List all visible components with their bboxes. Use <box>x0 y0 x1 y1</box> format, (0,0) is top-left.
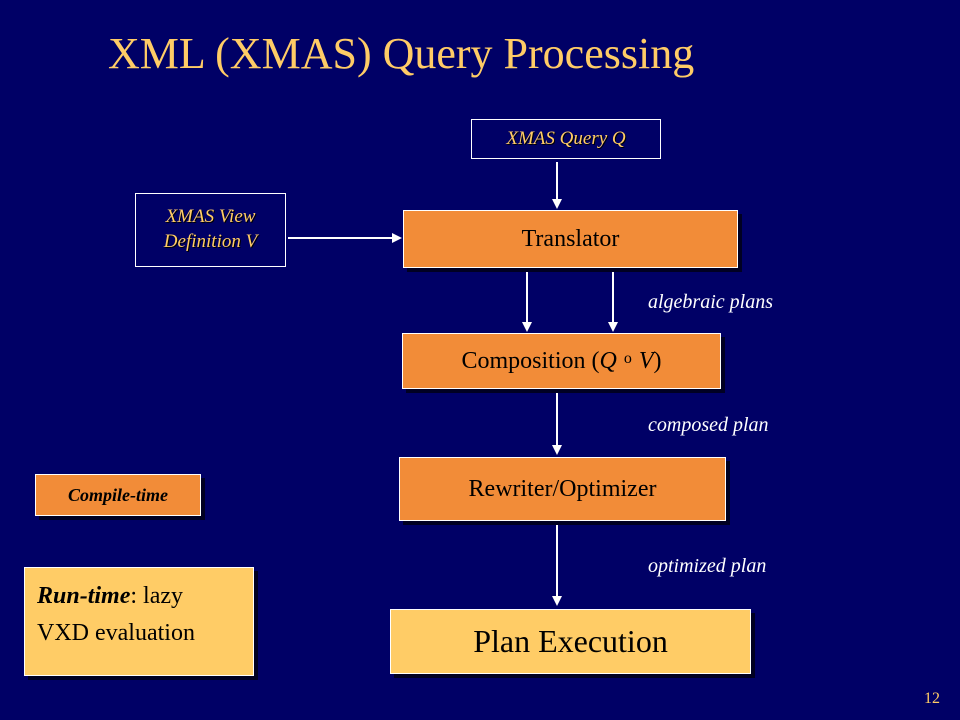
run-time-legend: Run-time: lazy VXD evaluation <box>24 567 254 676</box>
xmas-view-line1: XMAS View <box>165 206 256 227</box>
composition-q: Q <box>599 347 617 374</box>
composition-prefix: Composition ( <box>461 347 600 374</box>
translator-box: Translator <box>403 210 738 268</box>
run-time-bold: Run-time <box>37 583 131 609</box>
slide-title: XML (XMAS) Query Processing <box>108 29 695 78</box>
composition-operator: o <box>623 350 632 367</box>
compile-time-legend: Compile-time <box>35 474 201 516</box>
xmas-view-line2: Definition V <box>163 231 258 252</box>
page-number: 12 <box>924 690 940 707</box>
compile-time-label: Compile-time <box>68 484 168 505</box>
xmas-view-box: XMAS View Definition V <box>135 193 286 267</box>
rewriter-optimizer-box: Rewriter/Optimizer <box>399 457 726 521</box>
composition-v: V <box>638 347 654 374</box>
xmas-query-label: XMAS Query Q <box>506 128 626 149</box>
edge-label-optimized-plan: optimized plan <box>648 555 767 577</box>
composition-suffix: ) <box>653 347 662 374</box>
translator-label: Translator <box>521 225 620 252</box>
rewriter-optimizer-label: Rewriter/Optimizer <box>468 475 657 502</box>
plan-execution-label: Plan Execution <box>473 623 668 659</box>
xmas-query-box: XMAS Query Q <box>471 119 661 159</box>
run-time-line2: VXD evaluation <box>37 620 195 646</box>
run-time-rest: : lazy <box>130 583 183 609</box>
edge-label-composed-plan: composed plan <box>648 414 769 436</box>
edge-label-algebraic-plans: algebraic plans <box>648 291 773 313</box>
plan-execution-box: Plan Execution <box>390 609 751 674</box>
run-time-line1: Run-time: lazy <box>37 578 253 615</box>
